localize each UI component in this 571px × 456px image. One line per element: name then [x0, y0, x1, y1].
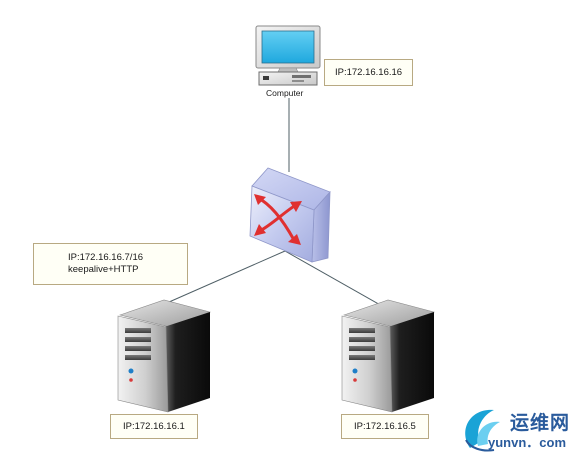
switch-arrowheads-icon: [254, 194, 302, 245]
server-2-ip-note: IP:172.16.16.5: [341, 414, 429, 439]
watermark-logo-icon: [465, 409, 500, 452]
virtual-ip-service-label: keepalive+HTTP: [68, 264, 139, 275]
computer-caption: Computer: [266, 88, 304, 98]
watermark-cn-text: 运维网: [510, 413, 571, 434]
computer-ip-note: IP:172.16.16.16: [324, 59, 413, 86]
virtual-ip-label: IP:172.16.16.7/16: [68, 252, 144, 263]
server-2-ip-label: IP:172.16.16.5: [354, 421, 416, 432]
computer-ip-label: IP:172.16.16.16: [335, 67, 403, 78]
server-1-ip-label: IP:172.16.16.1: [123, 421, 185, 432]
switch-icon: [249, 167, 331, 263]
virtual-ip-note: IP:172.16.16.7/16 keepalive+HTTP: [33, 243, 188, 285]
computer-icon: [255, 25, 321, 86]
server-1-ip-note: IP:172.16.16.1: [110, 414, 198, 439]
watermark-en-text: yunvn．com: [488, 435, 567, 450]
link-switch-server-2: [284, 250, 383, 307]
server-2-icon: [341, 299, 435, 413]
link-switch-server-1: [159, 250, 286, 307]
server-1-icon: [117, 299, 211, 413]
